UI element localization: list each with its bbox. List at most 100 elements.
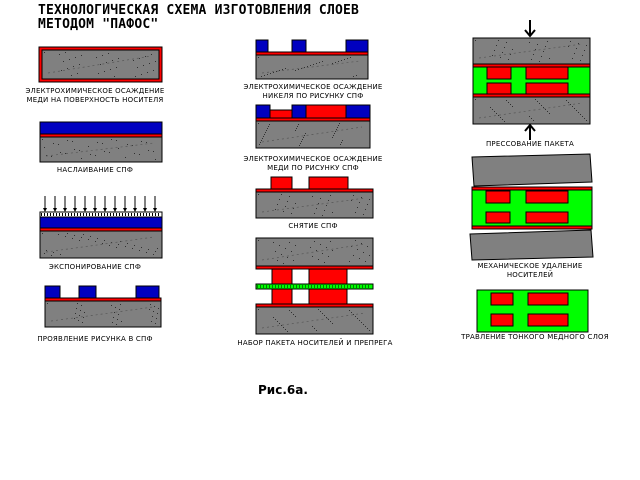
substrate-speckle <box>310 247 311 248</box>
substrate-speckle <box>104 151 105 152</box>
substrate-speckle <box>305 133 306 134</box>
substrate-speckle <box>97 142 98 143</box>
photomask-hatch <box>155 213 156 216</box>
substrate-speckle <box>285 329 286 330</box>
substrate-speckle <box>143 65 144 66</box>
substrate-speckle <box>115 307 116 308</box>
substrate-speckle <box>365 209 366 210</box>
substrate-speckle <box>77 303 78 304</box>
substrate-speckle <box>120 241 121 242</box>
substrate-speckle <box>500 57 501 58</box>
copper-trace <box>525 190 569 204</box>
substrate-speckle <box>258 309 259 310</box>
prepreg-hatch <box>323 285 324 288</box>
substrate-speckle <box>148 249 149 250</box>
substrate-speckle <box>281 325 282 326</box>
step-label-11: ТРАВЛЕНИЕ ТОНКОГО МЕДНОГО СЛОЯ <box>461 333 609 341</box>
substrate-speckle <box>258 123 259 124</box>
substrate-speckle <box>332 250 333 251</box>
substrate-speckle <box>357 207 358 208</box>
substrate-speckle <box>496 45 497 46</box>
substrate-speckle <box>120 304 121 305</box>
substrate-speckle <box>283 327 284 328</box>
substrate-speckle <box>283 211 284 212</box>
copper-trace <box>525 66 569 80</box>
photoresist-pad <box>78 285 97 299</box>
substrate-speckle <box>291 312 292 313</box>
copper-trace <box>270 176 293 190</box>
substrate-speckle <box>46 155 47 156</box>
substrate-speckle <box>359 202 360 203</box>
substrate-speckle <box>282 69 283 70</box>
copper-trace <box>486 66 512 80</box>
substrate-speckle <box>529 116 530 117</box>
substrate-speckle <box>357 249 358 250</box>
substrate-speckle <box>139 154 140 155</box>
substrate-speckle <box>260 142 261 143</box>
substrate-speckle <box>285 68 286 69</box>
substrate-speckle <box>291 213 292 214</box>
substrate-speckle <box>74 149 75 150</box>
prepreg-hatch <box>314 285 315 288</box>
prepreg-hatch <box>341 285 342 288</box>
exposure-arrow-head <box>63 208 67 212</box>
substrate-speckle <box>277 260 278 261</box>
substrate-speckle <box>347 58 348 59</box>
substrate-speckle <box>267 128 268 129</box>
substrate-speckle <box>328 256 329 257</box>
substrate-speckle <box>531 59 532 60</box>
substrate-speckle <box>361 197 362 198</box>
substrate-speckle <box>96 57 97 58</box>
substrate-speckle <box>141 74 142 75</box>
substrate-speckle <box>112 60 113 61</box>
substrate-speckle <box>537 44 538 45</box>
substrate-speckle <box>111 305 112 306</box>
substrate-speckle <box>125 246 126 247</box>
substrate-speckle <box>44 147 45 148</box>
substrate-speckle <box>574 108 575 109</box>
photomask-hatch <box>158 213 159 216</box>
step-label-10: МЕХАНИЧЕСКОЕ УДАЛЕНИЕ НОСИТЕЛЕЙ <box>477 262 583 279</box>
prepreg-hatch <box>275 285 276 288</box>
substrate-speckle <box>349 261 350 262</box>
photomask-hatch <box>125 213 126 216</box>
prepreg-hatch <box>263 285 264 288</box>
step-label-1: ЭЛЕКТРОХИМИЧЕСКОЕ ОСАЖДЕНИЕ МЕДИ НА ПОВЕ… <box>25 87 165 104</box>
copper-trace <box>308 268 348 285</box>
substrate-speckle <box>314 213 315 214</box>
substrate-speckle <box>341 60 342 61</box>
substrate-speckle <box>77 73 78 74</box>
substrate-speckle <box>42 233 43 234</box>
substrate-speckle <box>584 50 585 51</box>
exposure-arrow-head <box>123 208 127 212</box>
substrate-speckle <box>475 40 476 41</box>
substrate-speckle <box>357 318 358 319</box>
copper-trace <box>485 211 511 224</box>
substrate-speckle <box>110 69 111 70</box>
prepreg-hatch <box>257 285 258 288</box>
press-arrow-top-head <box>524 29 536 38</box>
substrate-speckle <box>79 240 80 241</box>
substrate-speckle <box>310 65 311 66</box>
substrate-speckle <box>543 107 544 108</box>
step-label-5: ЭЛЕКТРОХИМИЧЕСКОЕ ОСАЖДЕНИЕ НИКЕЛЯ ПО РИ… <box>243 83 383 100</box>
substrate-speckle <box>116 67 117 68</box>
substrate-speckle <box>289 310 290 311</box>
photomask-hatch <box>107 213 108 216</box>
substrate-speckle <box>566 100 567 101</box>
substrate-speckle <box>258 240 259 241</box>
substrate-speckle <box>324 262 325 263</box>
photomask-hatch <box>74 213 75 216</box>
substrate-speckle <box>47 303 48 304</box>
prepreg-hatch <box>290 285 291 288</box>
exposure-arrow-head <box>43 208 47 212</box>
substrate-speckle <box>127 144 128 145</box>
substrate-speckle <box>539 61 540 62</box>
substrate-speckle <box>304 135 305 136</box>
substrate-speckle <box>330 241 331 242</box>
substrate-speckle <box>307 66 308 67</box>
substrate-speckle <box>586 45 587 46</box>
substrate-grain <box>478 102 583 119</box>
substrate-speckle <box>367 246 368 247</box>
substrate-speckle <box>361 243 362 244</box>
